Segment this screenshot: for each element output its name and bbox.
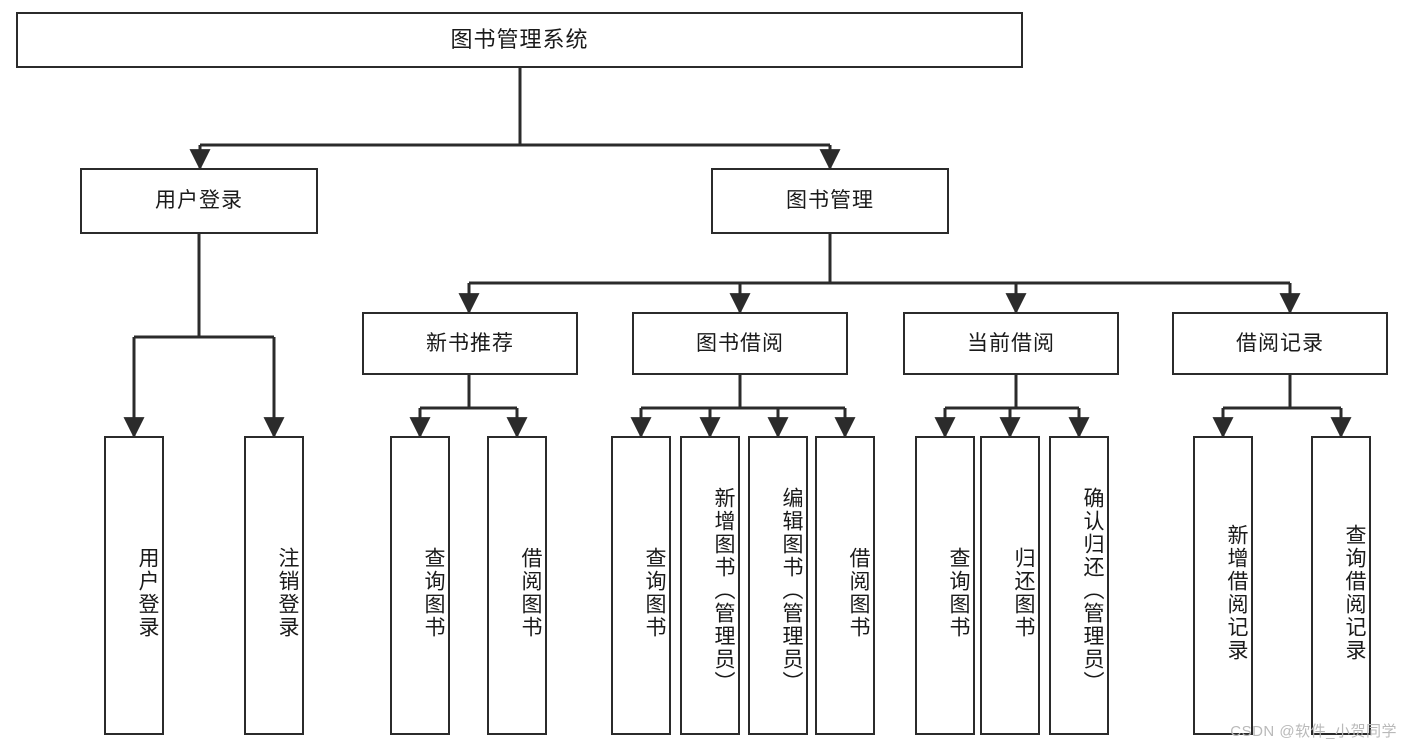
node-label: 图书管理系统 (450, 26, 589, 52)
node-label: 查询借阅记录 (1343, 523, 1366, 662)
leaf-confirm-return-admin[interactable]: 确认归还（管理员） (1049, 436, 1109, 735)
node-label: 查询图书 (947, 546, 970, 639)
node-book-borrow[interactable]: 图书借阅 (632, 312, 848, 375)
leaf-add-book-admin[interactable]: 新增图书（管理员） (680, 436, 740, 735)
leaf-query-book-borrow[interactable]: 查询图书 (611, 436, 671, 735)
leaf-logout[interactable]: 注销登录 (244, 436, 304, 735)
leaf-user-login[interactable]: 用户登录 (104, 436, 164, 735)
leaf-query-book-recommend[interactable]: 查询图书 (390, 436, 450, 735)
node-label: 借阅记录 (1236, 331, 1324, 355)
node-label: 新增图书（管理员） (712, 487, 735, 694)
node-label: 当前借阅 (967, 331, 1055, 355)
node-label: 归还图书 (1012, 546, 1035, 639)
leaf-borrow-book-recommend[interactable]: 借阅图书 (487, 436, 547, 735)
node-book-management[interactable]: 图书管理 (711, 168, 949, 234)
leaf-query-book-current[interactable]: 查询图书 (915, 436, 975, 735)
node-borrow-record[interactable]: 借阅记录 (1172, 312, 1388, 375)
leaf-add-borrow-record[interactable]: 新增借阅记录 (1193, 436, 1253, 735)
node-label: 查询图书 (422, 546, 445, 639)
node-label: 借阅图书 (519, 546, 542, 639)
node-label: 新增借阅记录 (1225, 523, 1248, 662)
node-label: 编辑图书（管理员） (780, 487, 803, 694)
node-label: 注销登录 (276, 546, 299, 639)
watermark: CSDN @软件_小贺同学 (1230, 723, 1397, 740)
leaf-edit-book-admin[interactable]: 编辑图书（管理员） (748, 436, 808, 735)
node-label: 借阅图书 (847, 546, 870, 639)
leaf-query-borrow-record[interactable]: 查询借阅记录 (1311, 436, 1371, 735)
node-user-login[interactable]: 用户登录 (80, 168, 318, 234)
node-label: 查询图书 (643, 546, 666, 639)
leaf-return-book[interactable]: 归还图书 (980, 436, 1040, 735)
node-root[interactable]: 图书管理系统 (16, 12, 1023, 68)
node-label: 新书推荐 (426, 331, 514, 355)
node-label: 图书管理 (786, 189, 874, 213)
leaf-borrow-book[interactable]: 借阅图书 (815, 436, 875, 735)
node-label: 图书借阅 (696, 331, 784, 355)
node-label: 确认归还（管理员） (1081, 487, 1104, 694)
node-label: 用户登录 (155, 189, 243, 213)
node-new-book-recommend[interactable]: 新书推荐 (362, 312, 578, 375)
node-label: 用户登录 (136, 546, 159, 639)
node-current-borrow[interactable]: 当前借阅 (903, 312, 1119, 375)
